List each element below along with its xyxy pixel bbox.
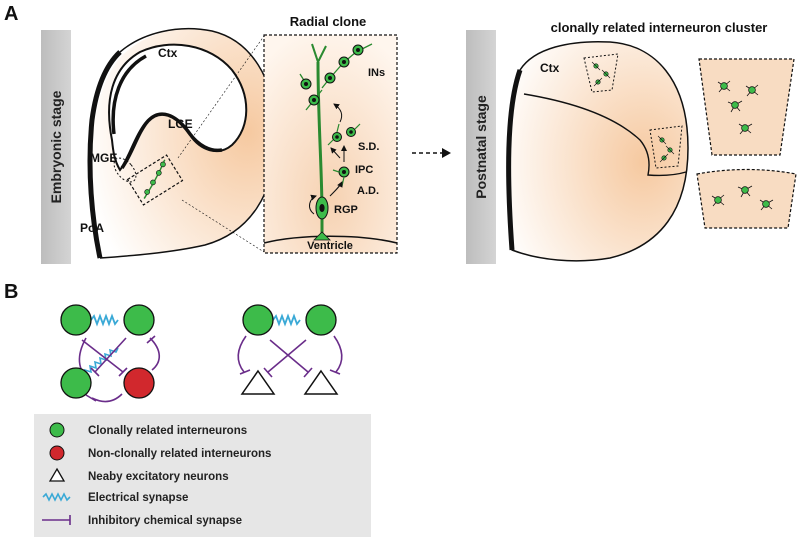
legend-box: [34, 414, 371, 537]
postnatal-stage-bar: [466, 30, 496, 264]
cluster-zoom-bottom: [696, 168, 797, 229]
legend-label-1: Non-clonally related interneurons: [88, 448, 271, 460]
circuit-left: [60, 304, 161, 403]
legend-label-3: Electrical synapse: [88, 492, 188, 504]
sd-label: S.D.: [358, 141, 379, 153]
embryonic-stage-bar: [41, 30, 71, 264]
postnatal-title: clonally related interneuron cluster: [551, 20, 768, 35]
legend-label-4: Inhibitory chemical synapse: [88, 515, 242, 527]
transition-arrowhead: [442, 148, 451, 158]
embryonic-ctx-label: Ctx: [158, 46, 178, 60]
panel-a-letter: A: [4, 3, 18, 25]
ventricle-label: Ventricle: [307, 240, 353, 252]
legend-electrical-synapse-icon: [42, 492, 71, 502]
mge-clone-box: [126, 154, 184, 206]
cluster-zoom-top: [698, 58, 795, 156]
legend-red-circle-icon: [49, 445, 65, 461]
rgp-label: RGP: [334, 204, 358, 216]
mge-label: MGE: [90, 151, 117, 165]
ins-label: INs: [368, 67, 385, 79]
postnatal-stage-label: Postnatal stage: [473, 95, 489, 199]
ipc-label: IPC: [355, 164, 373, 176]
legend-label-2: Neaby excitatory neurons: [88, 471, 229, 483]
panel-b-letter: B: [4, 281, 18, 303]
zoom-line-bottom: [181, 199, 265, 253]
postnatal-brain: [506, 40, 689, 262]
lge-label: LGE: [168, 117, 193, 131]
embryonic-stage-label: Embryonic stage: [48, 90, 64, 203]
legend-green-circle-icon: [49, 422, 65, 438]
radial-clone-panel: [263, 34, 398, 254]
legend-label-0: Clonally related interneurons: [88, 425, 247, 437]
postnatal-ctx-label: Ctx: [540, 61, 560, 75]
circuit-right: [237, 304, 343, 395]
radial-clone-title: Radial clone: [290, 14, 367, 29]
poa-label: PoA: [80, 221, 104, 235]
zoom-line-top: [177, 35, 265, 159]
embryonic-brain: [87, 27, 277, 259]
ad-label: A.D.: [357, 185, 379, 197]
legend-inhibitory-synapse-icon: [42, 515, 71, 525]
legend-icons: [42, 422, 71, 525]
legend-triangle-icon: [48, 467, 66, 482]
mge-region-outline: [113, 157, 137, 183]
